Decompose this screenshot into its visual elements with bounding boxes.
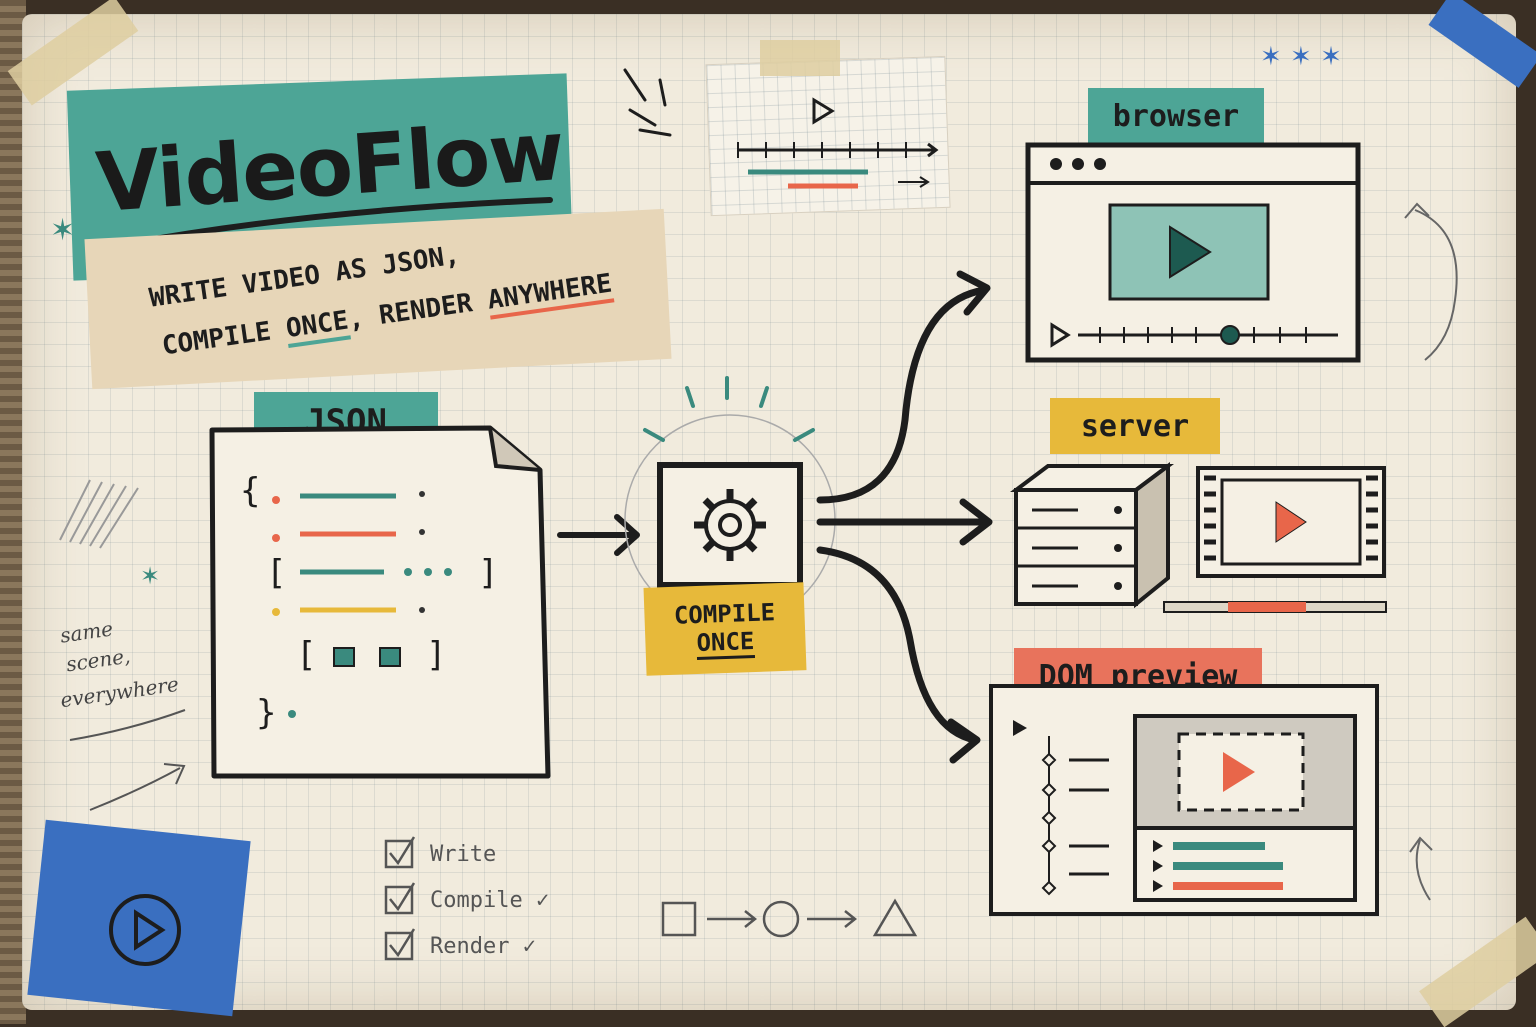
compile-label-line1: COMPILE bbox=[673, 597, 776, 630]
browser-label: browser bbox=[1088, 88, 1264, 144]
svg-text:✶: ✶ bbox=[140, 562, 160, 590]
side-note-scribble bbox=[69, 709, 186, 811]
svg-text:}: } bbox=[256, 693, 276, 733]
server-label: server bbox=[1050, 398, 1220, 454]
curved-arrow-doodle bbox=[1409, 836, 1433, 901]
film-icon bbox=[1196, 466, 1386, 578]
svg-text:✶: ✶ bbox=[50, 213, 75, 248]
svg-text:[: [ bbox=[266, 553, 286, 593]
compile-node bbox=[624, 376, 836, 626]
star-icon: ✶ bbox=[50, 213, 75, 248]
arrow-json-to-compile bbox=[557, 514, 640, 556]
star-icon: ✶ ✶ ✶ bbox=[1260, 42, 1342, 70]
compile-label-line2: ONCE bbox=[696, 626, 755, 660]
spark-lines bbox=[623, 68, 672, 137]
shape-sequence bbox=[661, 898, 918, 938]
checklist-boxes bbox=[384, 836, 416, 961]
server-icon bbox=[1010, 462, 1174, 609]
notebook-spine bbox=[0, 0, 26, 1024]
card-tape bbox=[760, 40, 840, 76]
star-icon: ✶ bbox=[140, 562, 160, 590]
json-document: { [ ] [ ] } bbox=[209, 425, 551, 779]
play-icon bbox=[1050, 322, 1071, 348]
play-icon bbox=[1275, 501, 1307, 543]
check-icon bbox=[384, 928, 416, 961]
play-icon bbox=[812, 97, 835, 125]
curved-arrow-doodle bbox=[1404, 202, 1458, 361]
branch-arrows bbox=[816, 270, 993, 764]
compile-label: COMPILE ONCE bbox=[643, 582, 807, 676]
checklist-item-compile: Compile ✓ bbox=[430, 888, 550, 913]
svg-text:✶ ✶ ✶: ✶ ✶ ✶ bbox=[1260, 42, 1342, 70]
checklist-item-render: Render ✓ bbox=[430, 934, 536, 959]
svg-text:]: ] bbox=[426, 635, 446, 675]
play-icon bbox=[1223, 752, 1255, 792]
gear-icon bbox=[694, 489, 766, 561]
server-node bbox=[1010, 462, 1387, 613]
svg-text:[: [ bbox=[296, 635, 316, 675]
play-icon bbox=[1169, 225, 1212, 279]
checklist-item-write: Write bbox=[430, 842, 497, 867]
scribble-shading bbox=[59, 479, 139, 549]
dom-preview-window bbox=[989, 684, 1379, 916]
check-icon bbox=[384, 882, 416, 915]
timeline-sketch bbox=[737, 97, 939, 189]
svg-text:]: ] bbox=[478, 553, 498, 593]
check-icon bbox=[384, 836, 416, 869]
play-icon bbox=[109, 894, 181, 966]
svg-text:{: { bbox=[240, 471, 260, 511]
browser-window bbox=[1025, 142, 1361, 363]
